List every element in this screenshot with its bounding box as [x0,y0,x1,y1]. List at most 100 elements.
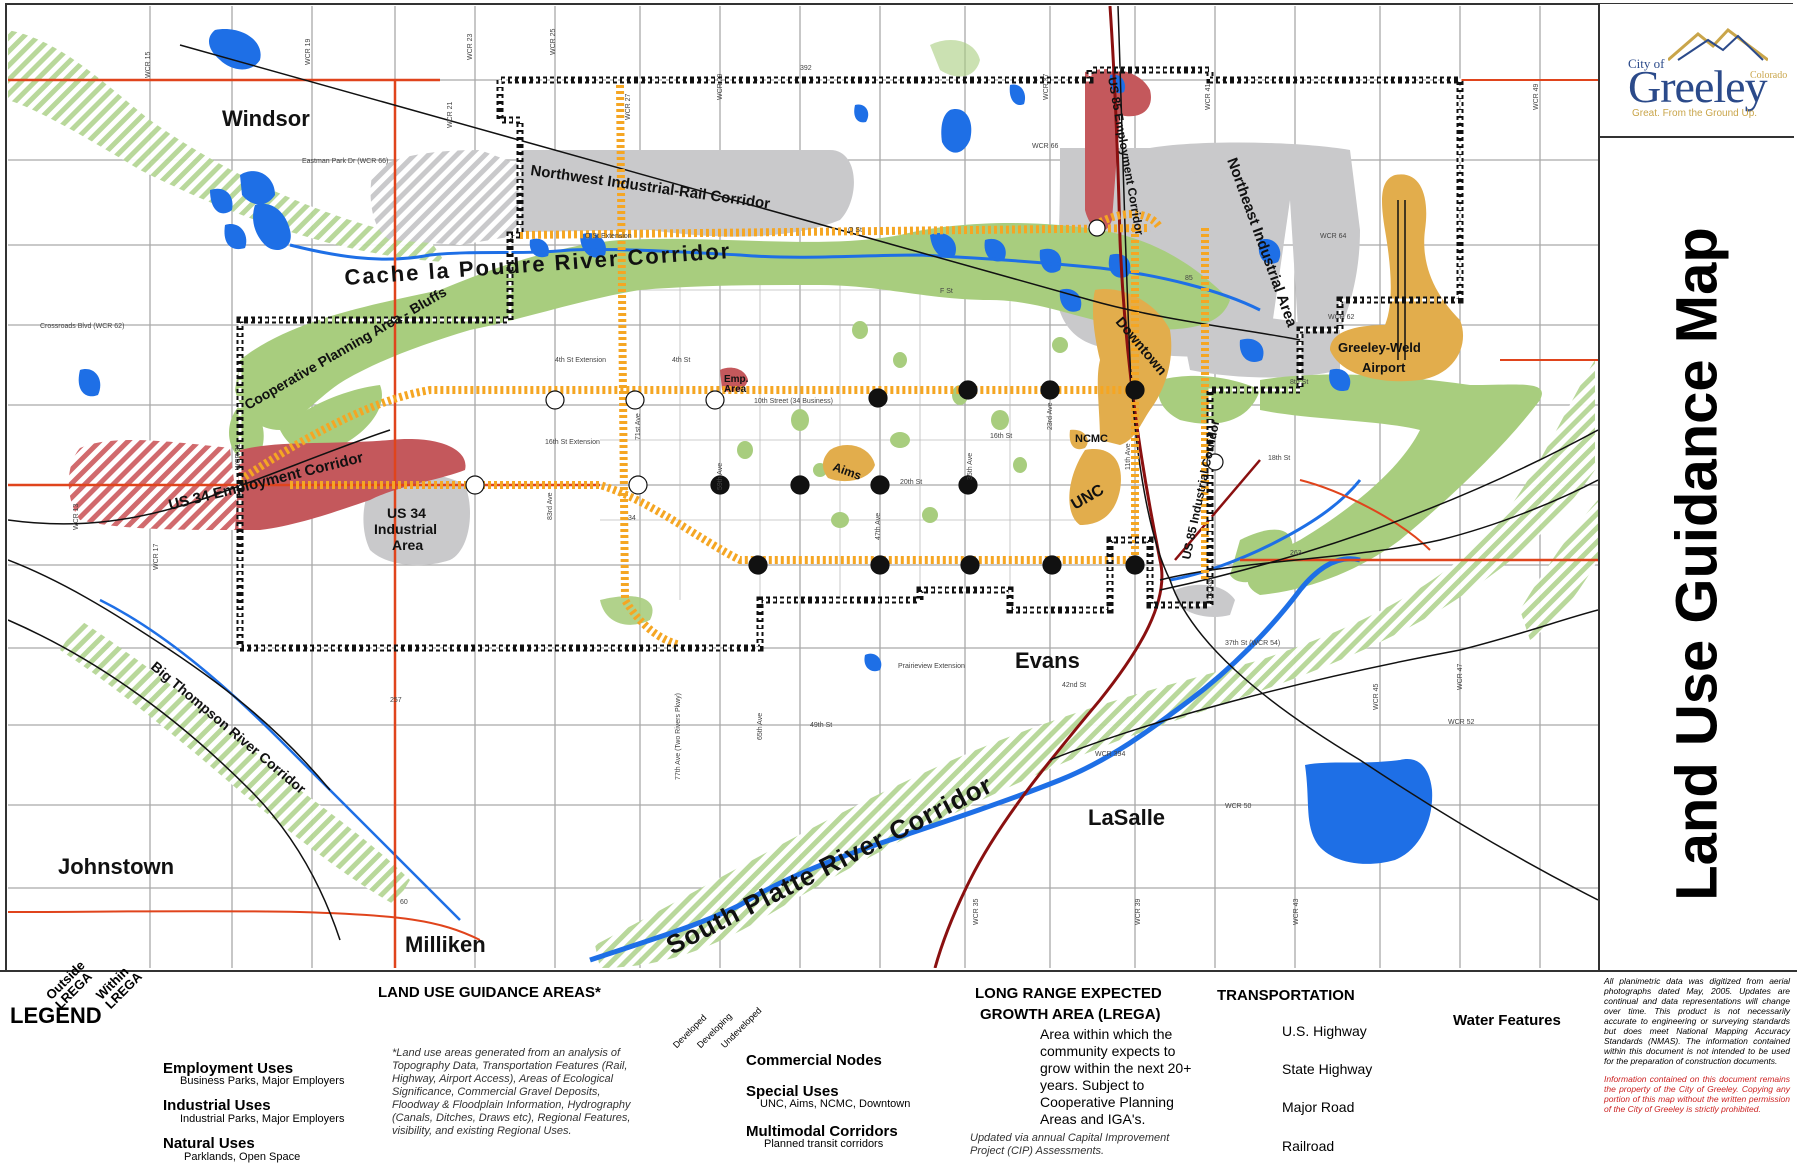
road-wcr19: WCR 19 [305,38,312,65]
road-wcr25: WCR 25 [550,28,557,55]
road-wcr17: WCR 17 [153,543,160,570]
road-wcr39: WCR 39 [1135,898,1142,925]
legend-multimodal-sub: Planned transit corridors [764,1138,884,1150]
legend-footnote: *Land use areas generated from an analys… [392,1047,631,1137]
label-airport-1: Greeley-Weld [1338,340,1421,355]
road-77th: 77th Ave (Two Rivers Pkwy) [675,693,682,780]
road-wcr23: WCR 23 [467,33,474,60]
legend-industrial: Industrial Uses [163,1097,271,1114]
industrial-outside-area [370,150,520,245]
legend-special-sub: UNC, Aims, NCMC, Downtown [760,1098,911,1110]
label-johnstown: Johnstown [58,854,174,879]
road-16th-ext: 16th St Extension [545,439,600,446]
road-wcr29: WCR 29 [717,73,724,100]
legend-panel [0,970,1797,1167]
road-crossroads: Crossroads Blvd (WCR 62) [40,323,124,330]
road-257: 257 [390,697,402,704]
legend-lrega-title-1: LONG RANGE EXPECTED [975,985,1162,1002]
road-35th: 35th Ave [967,453,974,480]
disclaimer-text: All planimetric data was digitized from … [1604,976,1790,1066]
label-airport-2: Airport [1362,360,1406,375]
road-wcr47: WCR 47 [1457,663,1464,690]
label-windsor: Windsor [222,106,310,131]
road-wcr394: WCR 394 [1095,751,1125,758]
label-milliken: Milliken [405,932,486,957]
legend-commercial: Commercial Nodes [746,1052,882,1069]
lrega-boundary-inner [238,68,1462,650]
road-wcr45: WCR 45 [1373,683,1380,710]
road-392: 392 [800,65,812,72]
legend-word-text: LEGEND [10,1003,102,1028]
disclaimer: All planimetric data was digitized from … [1604,976,1790,1114]
road-eastman: Eastman Park Dr (WCR 66) [302,158,388,165]
road-wcr35: WCR 35 [973,898,980,925]
road-f-st: F St [940,288,953,295]
road-wcr41: WCR 41 [1205,83,1212,110]
legend-transport-title: TRANSPORTATION [1217,987,1355,1004]
road-wcr66: WCR 66 [1032,143,1059,150]
road-o-st-ext: O St Extension [585,233,632,240]
road-60: 60 [400,899,408,906]
road-1st: 1st Ave [1207,577,1214,600]
road-wcr52: WCR 52 [1448,719,1475,726]
legend-guidance-title: LAND USE GUIDANCE AREAS* [378,984,601,1001]
rivers [99,243,1362,963]
road-wcr27: WCR 27 [625,93,632,120]
disclaimer-copyright: Information contained on this document r… [1604,1074,1790,1114]
road-wcr62: WCR 62 [1328,314,1355,321]
road-4th-ext: 4th St Extension [555,357,606,364]
commercial-nodes [465,219,1224,575]
legend-word: LEGEND [10,998,102,1034]
road-wcr49: WCR 49 [1533,83,1540,110]
logo-city-label: City of [1628,56,1665,71]
label-us34-industrial-1: US 34 [387,505,426,521]
railroads [8,6,1598,941]
city-streets [600,280,1100,600]
road-wcr15: WCR 15 [145,51,152,78]
road-263: 263 [1290,550,1302,557]
legend-multimodal: Multimodal Corridors [746,1123,898,1140]
label-lasalle: LaSalle [1088,805,1165,830]
road-18th: 18th St [1268,455,1290,462]
road-wcr64: WCR 64 [1320,233,1347,240]
legend-state-highway: State Highway [1282,1061,1373,1077]
legend-us-highway: U.S. Highway [1282,1023,1367,1039]
place-labels: Windsor Johnstown Milliken Evans LaSalle [58,106,1165,957]
page-title: Land Use Guidance Map [1664,227,1730,901]
road-47th: 47th Ave [875,513,882,540]
road-o-st: O St [848,227,862,234]
legend-lrega-note: Updated via annual Capital Improvement P… [970,1132,1170,1157]
road-wcr21: WCR 21 [447,101,454,128]
road-wcr50: WCR 50 [1225,803,1252,810]
legend-railroad: Railroad [1282,1138,1335,1154]
legend-natural: Natural Uses [163,1135,255,1152]
road-23rd: 23rd Ave [1047,402,1054,430]
road-wcr54: 37th St (WCR 54) [1225,640,1280,647]
road-20th: 20th St [900,479,922,486]
road-49th: 49th St [810,722,832,729]
legend-industrial-sub: Industrial Parks, Major Employers [180,1113,345,1125]
road-prairie: Prairieview Extension [898,663,965,670]
road-16th: 16th St [990,433,1012,440]
logo-mountain-icon [1668,27,1768,62]
label-emp-area-1: Emp. [724,374,749,385]
road-wcr31: WCR 31 [235,443,242,470]
logo-city-name: Greeley [1628,61,1768,112]
road-65th: 65th Ave [757,713,764,740]
road-wcr37: WCR 37 [1043,73,1050,100]
legend-special: Special Uses [746,1083,839,1100]
road-71st: 71st Ave [635,413,642,440]
road-labels: Crossroads Blvd (WCR 62) Eastman Park Dr… [40,28,1540,925]
road-wcr13: WCR 13 [73,503,80,530]
road-8th: 8th St [1290,379,1308,386]
road-42nd: 42nd St [1062,682,1086,689]
legend-employment: Employment Uses [163,1060,294,1077]
label-ncmc: NCMC [1075,433,1108,445]
logo-state-label: Colorado [1750,70,1788,81]
legend-natural-sub: Parklands, Open Space [184,1151,301,1163]
sidebar: City of Greeley Colorado Great. From the… [1598,4,1794,970]
road-85: 85 [1185,275,1193,282]
label-evans: Evans [1015,648,1080,673]
legend-major-road: Major Road [1282,1099,1355,1115]
